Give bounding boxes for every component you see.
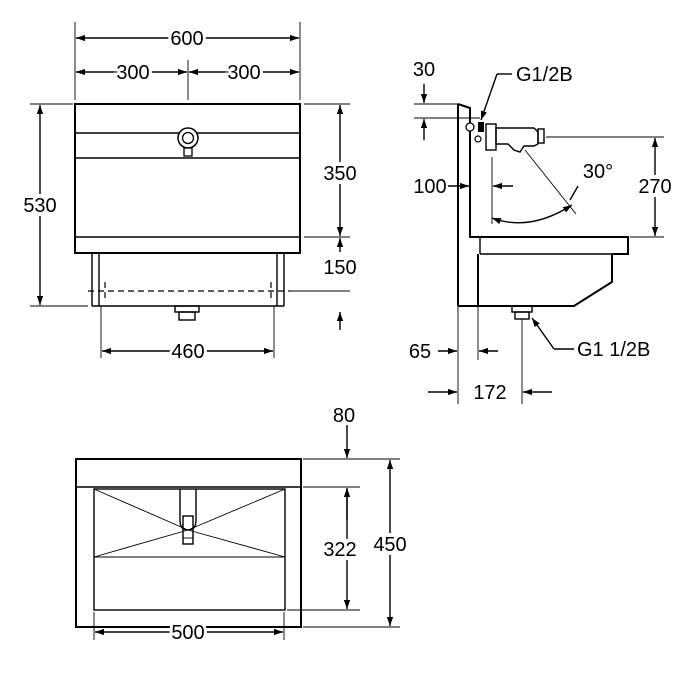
dim-label-angle: 30° <box>583 161 613 183</box>
front-panel <box>74 103 301 254</box>
dim-label-322: 322 <box>323 539 356 561</box>
dim-label-500: 500 <box>171 622 204 644</box>
dim-label-300-left: 300 <box>116 62 149 84</box>
dim-label-270: 270 <box>638 176 671 198</box>
tap-icon <box>177 127 199 157</box>
side-view: 30° 30 G1/2B 100 270 G1 1/2B 65 172 <box>409 59 676 404</box>
dim-label-300-right: 300 <box>227 62 260 84</box>
spout-icon <box>179 489 197 545</box>
dim-label-172: 172 <box>473 382 506 404</box>
front-view: 600 300 300 <box>19 22 361 366</box>
dim-label-600: 600 <box>170 28 203 50</box>
label-drain-thread: G1 1/2B <box>577 339 650 361</box>
dim-label-150: 150 <box>323 257 356 279</box>
dim-label-460: 460 <box>171 341 204 363</box>
basin-bowl <box>93 488 286 611</box>
dim-label-80: 80 <box>333 405 355 427</box>
dim-label-100: 100 <box>413 176 446 198</box>
tap-side-icon <box>465 122 545 153</box>
side-basin <box>478 254 613 307</box>
dim-label-65: 65 <box>409 341 431 363</box>
angle-arc <box>491 204 573 225</box>
front-basin <box>88 253 290 321</box>
top-outline <box>75 458 302 628</box>
dim-label-450: 450 <box>373 534 406 556</box>
label-inlet-thread: G1/2B <box>516 64 573 86</box>
counter-edge <box>480 236 629 255</box>
dim-label-350: 350 <box>323 163 356 185</box>
dim-label-30: 30 <box>413 59 435 81</box>
top-view: 80 322 450 500 <box>75 405 411 647</box>
dim-label-530: 530 <box>23 195 56 217</box>
